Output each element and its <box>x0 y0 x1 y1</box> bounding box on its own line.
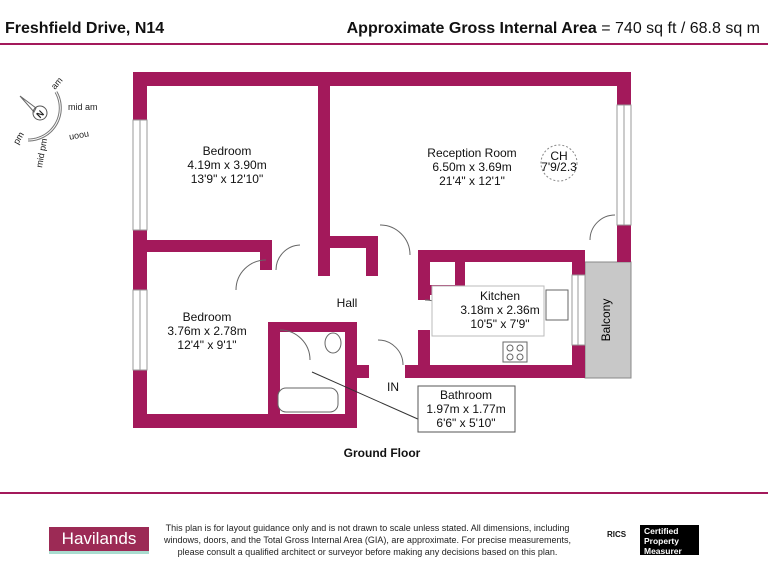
certified-property-measurer-badge: Certified Property Measurer <box>640 525 699 556</box>
gross-internal-area: Approximate Gross Internal Area = 740 sq… <box>347 20 760 38</box>
kitchen-counter <box>431 285 545 337</box>
balcony-label: Balcony <box>599 299 613 342</box>
svg-text:3.76m x 2.78m: 3.76m x 2.78m <box>167 324 246 338</box>
bathtub-icon <box>277 387 339 413</box>
compass-icon: N am mid am noon mid pm pm <box>11 75 97 168</box>
area-value: = 740 sq ft / 68.8 sq m <box>601 20 760 37</box>
svg-text:6.50m x 3.69m: 6.50m x 3.69m <box>432 160 511 174</box>
toilet-icon <box>324 332 342 354</box>
hall-label: Hall <box>337 296 358 310</box>
disclaimer: This plan is for layout guidance only an… <box>163 523 572 557</box>
svg-text:3.18m x 2.36m: 3.18m x 2.36m <box>460 303 539 317</box>
room-bedroom-2: Bedroom 3.76m x 2.78m 12'4" x 9'1" <box>167 310 246 352</box>
fixtures <box>277 285 569 421</box>
svg-text:1.97m x 1.77m: 1.97m x 1.77m <box>426 402 505 416</box>
ceiling-height-marker <box>540 144 578 182</box>
svg-text:Bedroom: Bedroom <box>203 144 252 158</box>
bathroom-label-box <box>417 385 516 433</box>
svg-text:21'4" x 12'1": 21'4" x 12'1" <box>439 174 505 188</box>
area-label: Approximate Gross Internal Area <box>346 20 597 37</box>
svg-text:6'6" x 5'10": 6'6" x 5'10" <box>436 416 495 430</box>
ceiling-value: 7'9/2.3 <box>541 160 577 174</box>
compass-noon: noon <box>68 130 89 143</box>
svg-text:10'5" x 7'9": 10'5" x 7'9" <box>470 317 529 331</box>
windows <box>132 104 632 371</box>
svg-text:Bathroom: Bathroom <box>440 388 492 402</box>
floor-name: Ground Floor <box>344 446 421 460</box>
compass-am: am <box>49 75 65 91</box>
ceiling-label: CH <box>550 149 567 163</box>
property-title: Freshfield Drive, N14 <box>5 20 165 37</box>
doors <box>235 214 616 366</box>
sink-icon <box>545 289 569 321</box>
room-bedroom-1: Bedroom 4.19m x 3.90m 13'9" x 12'10" <box>187 144 266 186</box>
svg-text:4.19m x 3.90m: 4.19m x 3.90m <box>187 158 266 172</box>
walls <box>133 72 631 428</box>
balcony <box>584 261 632 379</box>
hob-icon <box>502 341 528 363</box>
north-label: N <box>34 108 46 120</box>
entrance-label: IN <box>387 380 399 394</box>
havilands-logo: Havilands <box>49 527 149 554</box>
bathroom-pointer <box>311 371 421 421</box>
svg-text:Kitchen: Kitchen <box>480 289 520 303</box>
svg-text:12'4" x 9'1": 12'4" x 9'1" <box>177 338 236 352</box>
room-reception: Reception Room 6.50m x 3.69m 21'4" x 12'… <box>427 146 516 188</box>
compass-mid-am: mid am <box>68 102 98 112</box>
svg-text:Reception Room: Reception Room <box>427 146 516 160</box>
room-bathroom: Bathroom 1.97m x 1.77m 6'6" x 5'10" <box>426 388 505 430</box>
compass-mid-pm: mid pm <box>34 138 49 169</box>
header-divider <box>0 43 768 45</box>
room-kitchen: Kitchen 3.18m x 2.36m 10'5" x 7'9" <box>460 289 539 331</box>
svg-text:Bedroom: Bedroom <box>183 310 232 324</box>
rics-logo: RICS <box>607 530 627 539</box>
svg-text:13'9" x 12'10": 13'9" x 12'10" <box>191 172 264 186</box>
footer-divider <box>0 492 768 494</box>
compass-pm: pm <box>11 130 26 146</box>
